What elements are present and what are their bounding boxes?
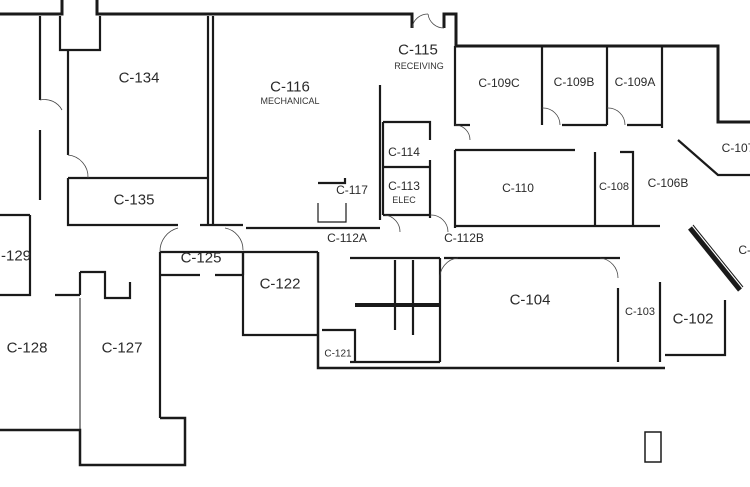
- room-c128-label: C-128: [6, 339, 48, 357]
- door-swing: [67, 154, 89, 179]
- room-c108-label: C-108: [599, 181, 629, 193]
- wall: [0, 215, 32, 297]
- glazed-wall: [688, 226, 742, 292]
- room-c106b-label: C-106B: [647, 176, 689, 190]
- wall: [318, 178, 347, 185]
- wall: [58, 16, 102, 52]
- door-swing: [39, 99, 63, 111]
- wall: [677, 139, 750, 177]
- room-c115-sublabel: RECEIVING: [394, 61, 444, 71]
- room-c107-label: C-107: [721, 141, 750, 155]
- door-swing: [599, 257, 619, 279]
- room-c114-label: C-114: [388, 145, 420, 159]
- door-swing: [427, 13, 445, 29]
- room-c109b-label: C-109B: [553, 75, 595, 89]
- door-swing: [159, 227, 179, 253]
- room-c127-label: C-127: [101, 339, 143, 357]
- room-c117-label: C-117: [336, 183, 368, 197]
- wall: [665, 300, 727, 357]
- room-c112b-label: C-112B: [444, 231, 484, 245]
- door-swing: [224, 227, 244, 251]
- door-swing: [541, 107, 561, 126]
- room-c121-label: C-121: [324, 348, 352, 360]
- room-c113-label: C-113: [388, 179, 420, 193]
- room-c129-label: -129: [0, 247, 32, 265]
- wall: [80, 270, 132, 300]
- wall: [241, 252, 318, 337]
- exterior-wall: [0, 416, 187, 467]
- door-swing: [384, 214, 401, 233]
- room-c116-sublabel: MECHANICAL: [260, 96, 320, 106]
- wall: [383, 120, 432, 140]
- room-c109a-label: C-109A: [614, 75, 656, 89]
- door-swing: [454, 124, 471, 141]
- room-c134-label: C-134: [118, 69, 160, 87]
- room-c109c-label: C-109C: [478, 76, 520, 90]
- room-c103-label: C-103: [625, 306, 655, 318]
- room-c122-label: C-122: [259, 275, 301, 293]
- floor-box-fixture: [644, 431, 662, 463]
- room-c1-partial-label: C-1: [738, 243, 750, 257]
- wall: [322, 328, 357, 362]
- door-swing: [411, 13, 429, 29]
- door-swing: [429, 214, 449, 233]
- room-c135-label: C-135: [113, 191, 155, 209]
- exterior-wall: [95, 0, 414, 28]
- wall: [66, 178, 178, 227]
- room-c110-label: C-110: [502, 181, 534, 195]
- room-c112a-label: C-112A: [327, 231, 367, 245]
- room-c125-label: C-125: [180, 249, 222, 267]
- wall: [453, 46, 470, 127]
- door-swing: [606, 107, 626, 126]
- door-swing: [439, 257, 459, 281]
- room-c104-label: C-104: [509, 291, 551, 309]
- exterior-wall: [0, 0, 64, 16]
- wall: [620, 150, 635, 225]
- room-c113-sublabel: ELEC: [392, 195, 416, 205]
- glazed-wall: [692, 224, 744, 288]
- room-c102-label: C-102: [672, 310, 714, 328]
- equipment: [317, 203, 347, 223]
- exterior-wall: [442, 12, 750, 124]
- exterior-wall: [316, 252, 665, 370]
- room-c115-label: C-115: [398, 41, 438, 59]
- room-c116-label: C-116: [270, 78, 310, 96]
